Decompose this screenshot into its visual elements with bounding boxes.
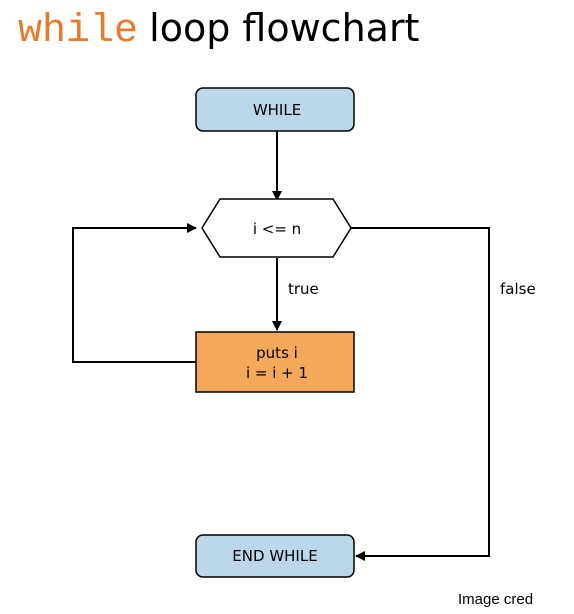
node-while-start-shape	[195, 87, 355, 132]
node-end-while-shape	[195, 534, 355, 578]
node-body-line-1: puts i	[256, 344, 298, 362]
title-keyword: while	[18, 9, 139, 54]
node-end-while-label: END WHILE	[232, 547, 317, 565]
node-body-line-2: i = i + 1	[246, 364, 308, 382]
edge-label-true: true	[288, 280, 319, 298]
edge-body-loop-back	[72, 223, 197, 363]
title-text: loop flowchart	[149, 6, 420, 50]
node-while-start-label: WHILE	[253, 101, 301, 119]
node-body-shape	[195, 331, 355, 393]
node-condition: i <= n	[201, 198, 352, 258]
node-condition-shape	[201, 198, 352, 258]
node-while-start: WHILE	[195, 87, 355, 132]
node-condition-label: i <= n	[253, 220, 301, 238]
slide-title: while loop flowchart	[18, 0, 419, 60]
node-end-while: END WHILE	[195, 534, 355, 578]
node-body: puts i i = i + 1	[195, 331, 355, 393]
edge-label-false: false	[500, 280, 536, 298]
edge-condition-false-to-end	[351, 227, 490, 561]
image-credit: Image cred	[458, 591, 534, 608]
